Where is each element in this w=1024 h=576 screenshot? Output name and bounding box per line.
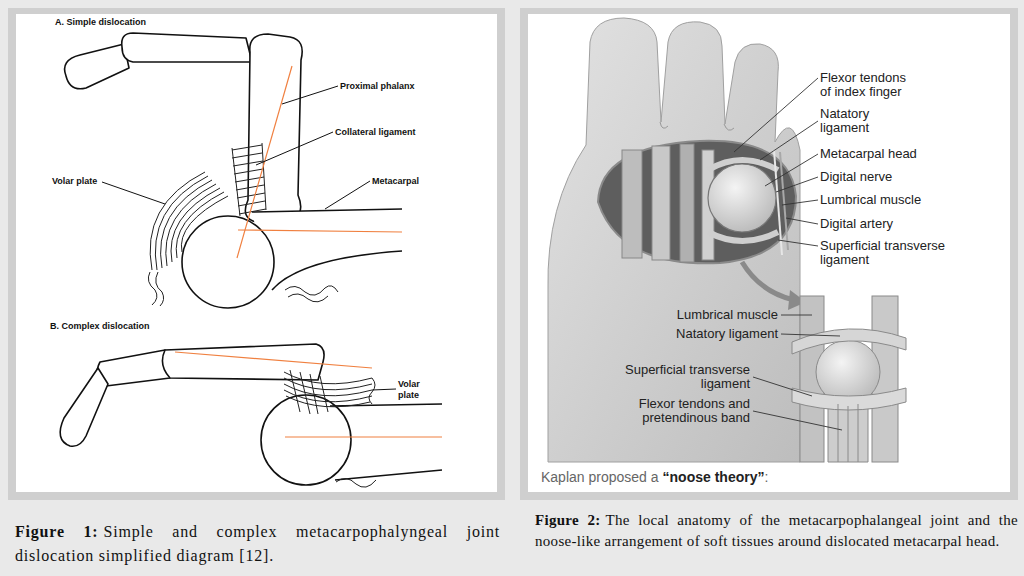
figure-caption: Figure 2:The local anatomy of the metaca… [535, 510, 1018, 552]
metacarpal-shaft [252, 209, 402, 292]
note-line: Kaplan proposed a“noose theory”: [541, 469, 768, 485]
leader-line [282, 86, 338, 104]
hand [548, 18, 800, 462]
collateral-ligament-edge [232, 143, 266, 216]
part-label: Lumbrical muscle [820, 193, 980, 207]
middle-phalanx [122, 33, 252, 62]
caption-heading: Figure 2: [535, 512, 601, 528]
axis-line [175, 352, 372, 368]
natatory-band [792, 329, 906, 354]
middle-phalanx [97, 350, 170, 386]
soft-tissue [336, 478, 376, 487]
axis-line [285, 436, 442, 437]
collateral-ligament-fiber [232, 145, 266, 214]
figure-caption: Figure 1:Simple and complex metacarpopha… [15, 520, 500, 568]
part-label: Superficial transverse ligament [590, 363, 750, 391]
leader-line [372, 389, 396, 390]
tendon-fiber [838, 404, 858, 462]
part-label: Volar plate [52, 176, 97, 187]
transverse-band [708, 232, 778, 241]
note-text: Kaplan proposed a [541, 469, 659, 485]
part-label: Volar plate [398, 379, 430, 401]
leader-line [760, 121, 818, 160]
metacarpal-head [708, 164, 776, 232]
leader-line [325, 181, 370, 209]
part-label: Natatory ligament [620, 327, 778, 341]
part-label: Digital artery [820, 217, 980, 231]
part-label: Lumbrical muscle [620, 308, 778, 322]
leader-line [256, 132, 333, 165]
tendon [622, 150, 642, 258]
note-text: : [764, 469, 768, 485]
axis-line [238, 230, 402, 232]
volar-plate-fiber [155, 176, 208, 270]
part-label: Metacarpal [372, 176, 419, 187]
volar-plate-fiber [284, 384, 372, 396]
part-label: Natatory ligament [820, 107, 890, 135]
distal-phalanx [65, 44, 129, 89]
part-label: Collateral ligament [335, 127, 416, 138]
caption-text: The local anatomy of the metacarpophalan… [535, 512, 1018, 549]
metacarpal-head [261, 395, 351, 485]
panel-frame [8, 8, 505, 500]
metacarpal-outline [252, 209, 402, 290]
volar-plate-fiber [284, 372, 372, 384]
distal-phalanx [60, 368, 108, 446]
transverse-band [792, 388, 906, 410]
volar-plate-fiber [166, 184, 216, 266]
leader-line [781, 315, 812, 316]
volar-plate-fiber [284, 378, 372, 390]
volar-plate-fiber [161, 180, 212, 268]
leader-line [102, 182, 165, 204]
soft-tissue [285, 286, 338, 295]
leader-line [753, 411, 842, 430]
collateral-ligament-fiber [290, 370, 328, 414]
tendon [680, 144, 694, 262]
note-emphasis: “noose theory” [663, 469, 765, 485]
panel-frame [520, 8, 1018, 500]
leader-line [781, 334, 840, 336]
leader-line [753, 377, 812, 396]
part-label: Digital nerve [820, 170, 980, 184]
volar-plate-fiber [150, 172, 205, 270]
leader-line [734, 78, 818, 152]
volar-plate-fiber [181, 196, 228, 252]
volar-plate-end [148, 272, 157, 305]
part-label: Metacarpal head [820, 147, 980, 161]
axis-line [237, 66, 292, 258]
tendon [652, 146, 670, 260]
leader-line [786, 218, 818, 224]
curved-arrow [742, 262, 794, 300]
soft-tissue [288, 294, 328, 302]
panel-heading: A. Simple dislocation [55, 17, 146, 28]
leader-line [776, 177, 818, 192]
metacarpal-outline [330, 404, 442, 480]
panel-background [528, 14, 1010, 492]
part-label: Flexor tendons of index finger [820, 71, 920, 99]
panel-background [16, 14, 497, 492]
caption-heading: Figure 1: [15, 523, 98, 540]
skin-crease [660, 122, 734, 130]
leader-line [765, 154, 818, 186]
leader-line [778, 240, 818, 246]
part-label: Flexor tendons and pretendinous band [590, 397, 750, 425]
digital-artery [780, 152, 788, 250]
natatory-band [708, 160, 778, 170]
volar-plate-fiber [171, 188, 220, 262]
part-label: Proximal phalanx [340, 81, 415, 92]
leader-line [782, 200, 818, 205]
part-label: Superficial transverse ligament [820, 239, 970, 267]
panel-heading: B. Complex dislocation [50, 321, 150, 332]
volar-plate-end [369, 378, 375, 404]
volar-plate-end [156, 272, 164, 306]
dissection-window [598, 141, 796, 263]
